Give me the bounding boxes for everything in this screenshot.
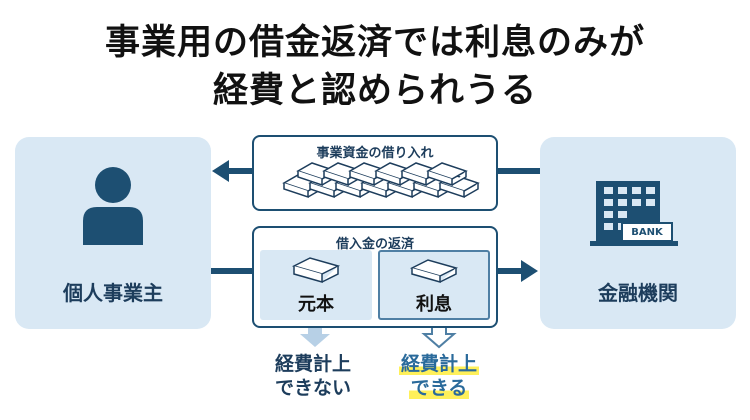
interest-label: 利息: [416, 294, 452, 315]
diagram-title-line2: 経費と認められうる: [212, 71, 537, 111]
cash-stack-icon: [409, 259, 459, 283]
principal-label: 元本: [298, 294, 334, 315]
interest-result-line2: できる: [408, 377, 470, 399]
principal-result: 経費計上 できない: [258, 352, 368, 400]
cash-stack-icon: [291, 257, 341, 283]
person-icon: [83, 167, 143, 245]
principal-result-line1: 経費計上: [274, 353, 351, 375]
arrow-down-icon: [300, 322, 330, 347]
financial-institution-box: BANK 金融機関: [540, 137, 736, 329]
bank-building-icon: [590, 181, 678, 246]
loan-repayment-title: 借入金の返済: [335, 237, 414, 252]
principal-box: 元本: [260, 250, 372, 320]
sole-proprietor-box: 個人事業主: [15, 137, 211, 329]
sole-proprietor-label: 個人事業主: [63, 281, 163, 305]
bank-sign-text: BANK: [631, 227, 663, 238]
loan-repayment-box: 借入金の返済 元本 利息: [252, 226, 498, 328]
interest-result: 経費計上 できる: [384, 352, 494, 400]
diagram-title-line1: 事業用の借金返済では利息のみが: [104, 23, 645, 63]
principal-result-line2: できない: [274, 377, 351, 399]
business-loan-box: 事業資金の借り入れ: [252, 135, 498, 211]
cash-stack-icon: [282, 162, 480, 199]
financial-institution-label: 金融機関: [598, 281, 678, 305]
interest-box: 利息: [378, 250, 490, 320]
interest-result-line1: 経費計上: [398, 353, 479, 375]
business-loan-title: 事業資金の借り入れ: [316, 146, 434, 161]
